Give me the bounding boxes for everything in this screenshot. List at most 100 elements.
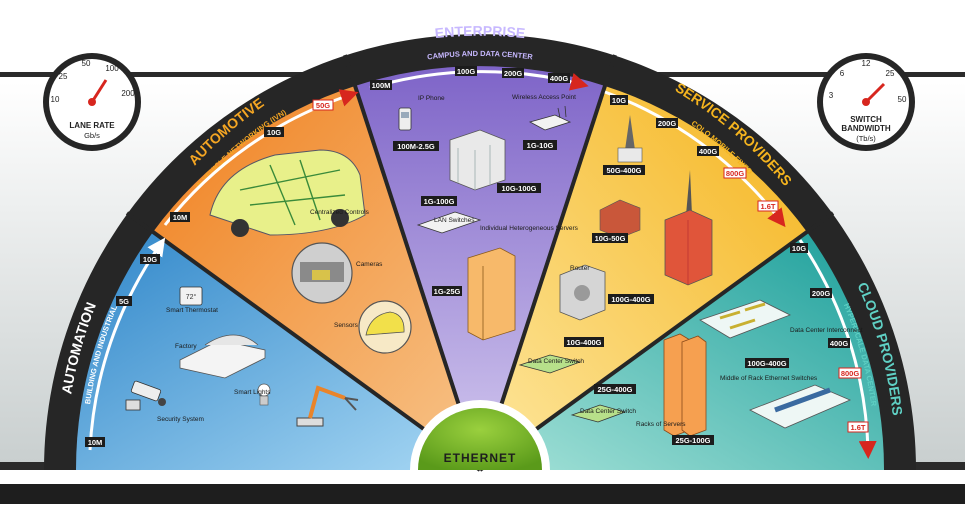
svg-text:400G: 400G xyxy=(699,147,718,156)
lan-switch-icon xyxy=(416,211,482,234)
svg-text:100M: 100M xyxy=(372,81,391,90)
wireless-ap-label: Wireless Access Point xyxy=(512,94,576,101)
svg-text:200G: 200G xyxy=(658,119,677,128)
service-tag: 50G-400G xyxy=(603,165,645,175)
rack-row-icon xyxy=(749,384,852,429)
svg-text:25: 25 xyxy=(59,72,68,81)
server-stack-icon xyxy=(663,333,707,437)
cloud-dc-switch-icon xyxy=(570,404,627,423)
svg-text:10G: 10G xyxy=(792,244,806,253)
data-center-switch-icon xyxy=(518,354,582,374)
speed-tag: 100M xyxy=(370,80,392,90)
svg-text:800G: 800G xyxy=(841,369,860,378)
svg-text:10M: 10M xyxy=(173,213,188,222)
svg-text:400G: 400G xyxy=(550,74,569,83)
svg-text:100G-400G: 100G-400G xyxy=(747,359,786,368)
cell-tower-icon xyxy=(617,115,643,163)
speed-tag: 10M xyxy=(170,212,190,222)
lane-rate-gauge: 10 25 50 100 200 LANE RATE Gb/s xyxy=(43,53,141,151)
ethernet-hub xyxy=(418,408,542,470)
svg-text:10G: 10G xyxy=(267,128,281,137)
speed-tag-highlight: 1.6T xyxy=(757,200,779,212)
automation-speed-arrow xyxy=(88,237,166,451)
router-label: Router xyxy=(570,265,590,272)
lane-rate-needle xyxy=(90,79,108,103)
svg-text:25G-100G: 25G-100G xyxy=(675,436,710,445)
cloud-dc-switch-label: Data Center Switch xyxy=(580,408,636,415)
middle-of-rack-label: Middle of Rack Ethernet Switches xyxy=(720,375,818,382)
service-tag: 10G-400G xyxy=(564,337,604,347)
svg-text:BANDWIDTH: BANDWIDTH xyxy=(841,124,891,133)
svg-text:1G-25G: 1G-25G xyxy=(434,287,461,296)
service-tag: 10G-50G xyxy=(592,233,628,243)
sensor-car-icon xyxy=(358,300,412,354)
speed-tag: 10G xyxy=(264,127,284,137)
svg-text:SWITCH: SWITCH xyxy=(850,115,882,124)
cloud-tag: 25G-400G xyxy=(594,384,636,394)
segment-automation xyxy=(75,232,481,470)
speed-tag: 100G xyxy=(455,66,477,76)
service-tag: 100G-400G xyxy=(608,294,654,304)
speed-tag-highlight: 800G xyxy=(723,167,747,179)
segment-service-providers xyxy=(480,86,807,470)
speed-tag-highlight: 50G xyxy=(312,99,334,111)
smart-lights-label: Smart Lights xyxy=(234,389,271,396)
speed-tag: 200G xyxy=(502,68,524,78)
router-icon xyxy=(559,264,606,321)
enterprise-tag: 10G-100G xyxy=(497,183,541,193)
wireless-access-point-icon xyxy=(528,105,572,131)
ip-phone-icon xyxy=(398,107,412,131)
office-building-icon xyxy=(449,129,506,191)
cloud-tag: 25G-100G xyxy=(672,435,714,445)
racks-of-servers-label: Racks of Servers xyxy=(636,421,686,428)
security-system-label: Security System xyxy=(157,416,204,423)
factory-icon xyxy=(179,334,266,379)
thermostat-icon: 72° xyxy=(179,286,203,306)
svg-text:LANE RATE: LANE RATE xyxy=(69,121,115,130)
factory-label: Factory xyxy=(175,343,197,350)
svg-text:10M: 10M xyxy=(88,438,103,447)
svg-text:50G: 50G xyxy=(316,101,330,110)
enterprise-subtitle: CAMPUS AND DATA CENTER xyxy=(427,49,534,62)
speed-tag: 200G xyxy=(810,288,832,298)
switch-bandwidth-gauge: 3 6 12 25 50 SWITCH BANDWIDTH (Tb/s) xyxy=(817,53,915,151)
svg-text:1.6T: 1.6T xyxy=(850,423,865,432)
switch-bandwidth-needle xyxy=(864,82,886,104)
svg-text:10G-100G: 10G-100G xyxy=(501,184,536,193)
cameras-label: Cameras xyxy=(356,261,383,268)
svg-text:100G-400G: 100G-400G xyxy=(611,295,650,304)
dci-panel-icon xyxy=(699,299,791,339)
svg-text:10G-400G: 10G-400G xyxy=(566,338,601,347)
svg-text:200G: 200G xyxy=(812,289,831,298)
enterprise-tag: 1G-25G xyxy=(432,286,462,296)
enterprise-tag: 1G-100G xyxy=(421,196,457,206)
lan-switches-label: LAN Switches xyxy=(434,217,475,224)
speed-tag: 10G xyxy=(140,254,160,264)
speed-tag: 5G xyxy=(116,296,132,306)
speed-tag: 400G xyxy=(697,146,719,156)
svg-text:Gb/s: Gb/s xyxy=(84,131,100,140)
svg-text:50: 50 xyxy=(898,95,907,104)
svg-text:50: 50 xyxy=(82,59,91,68)
ethernet-label: ETHERNET xyxy=(444,451,517,465)
speed-tag: 10M xyxy=(85,437,105,447)
service-speed-arrow xyxy=(604,90,786,228)
svg-text:1G-100G: 1G-100G xyxy=(424,197,455,206)
svg-text:400G: 400G xyxy=(830,339,849,348)
svg-text:25: 25 xyxy=(886,69,895,78)
sensors-label: Sensors xyxy=(334,322,359,329)
svg-text:800G: 800G xyxy=(726,169,745,178)
enterprise-tag: 1G-10G xyxy=(523,140,557,150)
centralized-controls-label: Centralized Controls xyxy=(310,209,370,216)
smart-thermostat-label: Smart Thermostat xyxy=(166,307,218,314)
svg-text:200G: 200G xyxy=(504,69,523,78)
speed-tag-highlight: 1.6T xyxy=(847,421,869,433)
camera-view-icon xyxy=(291,242,353,304)
enterprise-title: ENTERPRISE xyxy=(434,23,526,41)
svg-text:3: 3 xyxy=(829,91,834,100)
svg-text:6: 6 xyxy=(840,69,845,78)
service-dc-switch-label: Data Center Switch xyxy=(528,358,584,365)
robot-arm-icon xyxy=(296,385,359,427)
